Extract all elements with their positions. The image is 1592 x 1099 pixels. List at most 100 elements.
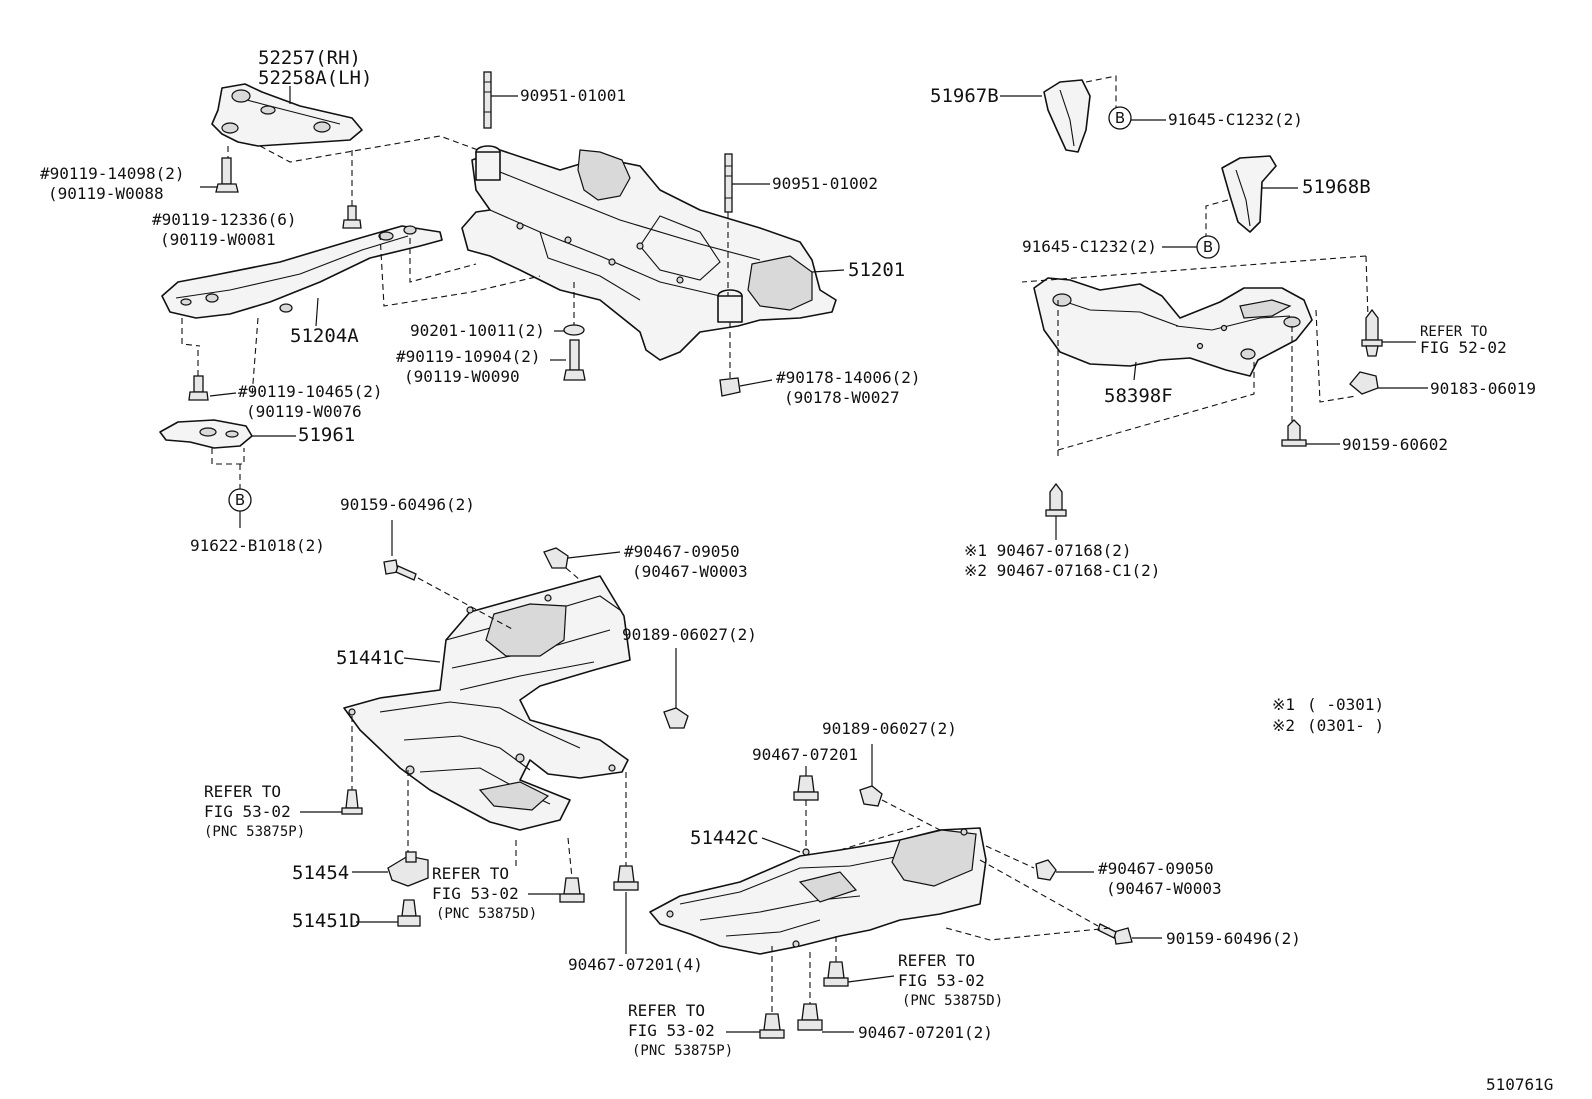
label-refer-b1: REFER TO [432,864,509,883]
cover-58398f-part [1033,277,1313,377]
brace-52257-part [211,83,363,147]
stud-90951-01001 [483,71,492,129]
clip-refer-53-02-d-b [823,961,849,987]
label-90159-60496-a: 90159-60496(2) [340,495,475,514]
label-58398f: 58398F [1104,385,1173,407]
label-90159-60602: 90159-60602 [1342,435,1448,454]
cover-51442c-part [649,827,987,955]
label-90119-w0076: (90119-W0076 [246,402,362,421]
cover-51441c-part [343,575,631,831]
label-90178-14006: #90178-14006(2) [776,368,921,387]
label-90951-01002: 90951-01002 [772,174,878,193]
label-90189-06027-a: 90189-06027(2) [622,625,757,644]
crossmember-51201-part [461,145,837,361]
clip-90183-06019 [1349,371,1379,395]
label-51968b: 51968B [1302,176,1371,198]
label-refer-d2: FIG 53-02 [628,1021,715,1040]
bolt-90159-60496-b [1097,923,1133,945]
bolt-90119-10904 [563,339,586,381]
label-90467-07201-b: 90467-07201 [752,745,858,764]
label-90119-12336: #90119-12336(6) [152,210,297,229]
bolt-90119-12336 [342,205,362,229]
label-51441c: 51441C [336,647,405,669]
clip-51454 [387,851,429,887]
stud-90951-01002 [724,153,733,213]
label-refer-to-52-02-a: REFER TO [1420,324,1487,340]
ref-circle-b-left: B [228,488,252,512]
label-refer-d1: REFER TO [628,1001,705,1020]
bracket-51967b-part [1043,79,1091,153]
brace-51204a-part [161,225,443,319]
bolt-90159-60496-a [383,559,417,581]
clip-90467-09050-a [543,547,569,569]
note-1: ※1( -0301) [1272,695,1384,714]
clip-90159-60602 [1281,419,1307,447]
label-90119-w0088: (90119-W0088 [48,184,164,203]
bolt-90119-14098 [215,157,239,193]
label-90467-07168-1: ※1 90467-07168(2) [964,541,1132,560]
label-refer-to-52-02-b: FIG 52-02 [1420,338,1507,357]
bracket-51961-part [159,419,253,449]
label-90467-w0003-b: (90467-W0003 [1106,879,1222,898]
label-refer-c1: REFER TO [898,951,975,970]
label-90467-w0003-a: (90467-W0003 [632,562,748,581]
label-52258a: 52258A(LH) [258,67,372,89]
clip-refer-53-02-d-a [559,877,585,903]
label-90183-06019: 90183-06019 [1430,379,1536,398]
bolt-51451d [397,899,421,927]
label-refer-d3: (PNC 53875P) [632,1043,733,1059]
label-51442c: 51442C [690,827,759,849]
label-90467-09050-a: #90467-09050 [624,542,740,561]
label-90119-w0090: (90119-W0090 [404,367,520,386]
label-90119-10465: #90119-10465(2) [238,382,383,401]
label-90467-07168-2: ※2 90467-07168-C1(2) [964,561,1160,580]
label-51204a: 51204A [290,325,359,347]
clip-refer-53-02-p-b [759,1013,785,1039]
clip-90467-07168 [1045,482,1067,517]
label-51451d: 51451D [292,910,361,932]
label-90119-w0081: (90119-W0081 [160,230,276,249]
label-refer-b3: (PNC 53875D) [436,906,537,922]
label-90467-07201-2: 90467-07201(2) [858,1023,993,1042]
label-90467-07201-4: 90467-07201(4) [568,955,703,974]
label-51454: 51454 [292,862,349,884]
clip-90467-07201-c [797,1003,823,1031]
label-90951-01001: 90951-01001 [520,86,626,105]
label-90119-10904: #90119-10904(2) [396,347,541,366]
label-refer-b2: FIG 53-02 [432,884,519,903]
label-refer-a2: FIG 53-02 [204,802,291,821]
ref-circle-b-1: B [1108,106,1132,130]
label-refer-c3: (PNC 53875D) [902,993,1003,1009]
label-90119-14098: #90119-14098(2) [40,164,185,183]
label-90201-10011: 90201-10011(2) [410,321,545,340]
clip-refer-52-02 [1361,308,1383,357]
label-refer-c2: FIG 53-02 [898,971,985,990]
bracket-51968b-part [1221,155,1277,233]
clip-90467-07201-a [613,865,639,891]
label-90178-w0027: (90178-W0027 [784,388,900,407]
label-refer-a3: (PNC 53875P) [204,824,305,840]
label-90467-09050-b: #90467-09050 [1098,859,1214,878]
label-91645-c1232-a: 91645-C1232(2) [1168,110,1303,129]
label-51961: 51961 [298,424,355,446]
label-91622-b1018: 91622-B1018(2) [190,536,325,555]
clip-90467-07201-b [793,775,819,801]
washer-90201-10011 [563,324,585,336]
label-51201: 51201 [848,259,905,281]
label-51967b: 51967B [930,85,999,107]
label-90189-06027-b: 90189-06027(2) [822,719,957,738]
label-90159-60496-b: 90159-60496(2) [1166,929,1301,948]
nut-90178-14006 [719,377,741,397]
ref-circle-b-2: B [1196,235,1220,259]
label-refer-a1: REFER TO [204,782,281,801]
clip-90467-09050-b [1035,859,1057,881]
clip-90189-06027-a [663,707,689,729]
note-2: ※2(0301- ) [1272,716,1384,735]
svg-text:B: B [235,491,245,509]
svg-text:B: B [1115,109,1125,127]
bolt-90119-10465 [188,375,209,401]
svg-text:B: B [1203,238,1213,256]
figure-code: 510761G [1486,1075,1553,1094]
clip-90189-06027-b [859,785,883,807]
